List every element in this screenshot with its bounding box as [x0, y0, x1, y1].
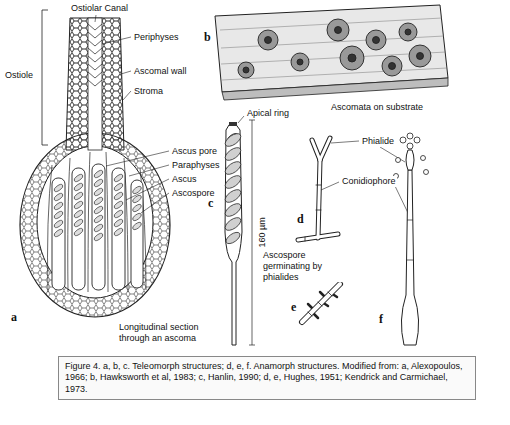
ostiolar-canal-label: Ostiolar Canal — [70, 3, 129, 14]
ostiole-label: Ostiole — [4, 70, 34, 81]
ascus-pore-label: Ascus pore — [171, 146, 218, 157]
ascus-label: Ascus — [171, 174, 198, 185]
germination-label: Ascospore germinating by phialides — [262, 250, 344, 282]
apical-ring-label: Apical ring — [246, 108, 290, 119]
figure-caption: Figure 4. a, b, c. Teleomorph structures… — [58, 356, 476, 400]
substrate-block — [215, 5, 448, 100]
ascoma-section — [20, 10, 170, 317]
ascomal-wall-label: Ascomal wall — [133, 66, 188, 77]
panel-letter: f — [378, 312, 384, 326]
ascospore-e — [302, 284, 340, 322]
conidiophore-d — [298, 138, 338, 241]
panel-letter: e — [290, 300, 297, 314]
panel-letter: c — [207, 196, 214, 210]
conidiophore-label: Conidiophore — [341, 176, 397, 187]
stroma-label: Stroma — [133, 86, 164, 97]
phialide-label: Phialide — [361, 136, 395, 147]
section-label: Longitudinal section through an ascoma — [118, 322, 215, 344]
paraphyses-label: Paraphyses — [171, 160, 221, 171]
ascus-drawing — [223, 120, 255, 345]
conidiophore-f — [394, 133, 429, 345]
scale-label: 160 µm — [257, 216, 268, 248]
substrate-label: Ascomata on substrate — [330, 102, 424, 113]
panel-letter: a — [10, 310, 18, 324]
panel-letter: b — [203, 30, 212, 44]
panel-letter: d — [296, 212, 305, 226]
periphyses-label: Periphyses — [133, 32, 180, 43]
